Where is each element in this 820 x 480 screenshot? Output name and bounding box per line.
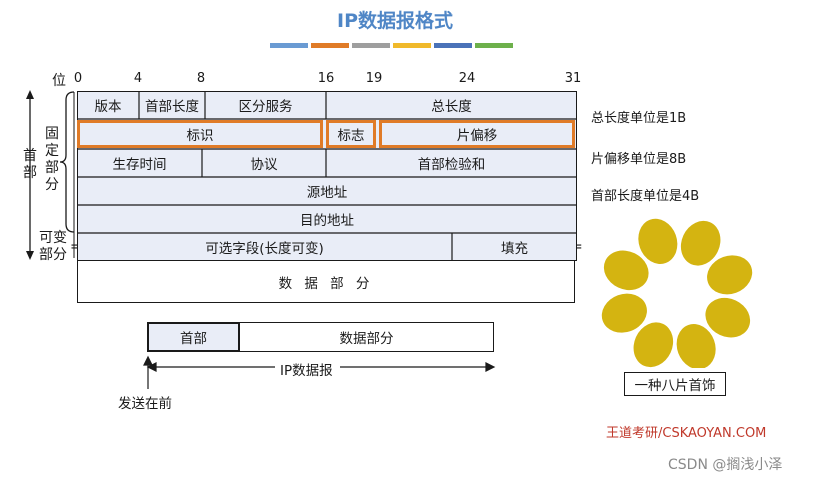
bit-tick: 8 <box>196 71 206 86</box>
field-header-length: 首部长度 <box>145 99 199 115</box>
field-padding: 填充 <box>501 241 528 257</box>
datagram-label: IP数据报 <box>278 359 335 379</box>
field-flags: 标志 <box>326 120 376 148</box>
field-version: 版本 <box>94 99 122 115</box>
datagram-header-box: 首部 <box>147 322 240 352</box>
variable-part-label: 可变部分 <box>39 230 67 263</box>
note-header-length: 首部长度单位是4B <box>591 189 700 204</box>
page-title: IP数据报格式 <box>337 10 453 32</box>
header-label: 首部 <box>23 148 37 181</box>
decoration-bar <box>352 43 390 48</box>
field-fragment-offset: 片偏移 <box>379 120 575 148</box>
field-destination-address: 目的地址 <box>300 213 354 229</box>
watermark: CSDN @搁浅小泽 <box>668 457 783 473</box>
ornament-petals <box>601 218 753 368</box>
field-total-length: 总长度 <box>431 99 472 115</box>
note-total-length: 总长度单位是1B <box>591 111 687 126</box>
decoration-bar <box>434 43 472 48</box>
decoration-bar <box>393 43 431 48</box>
bit-tick: 0 <box>73 71 83 86</box>
note-fragment-offset: 片偏移单位是8B <box>591 152 687 167</box>
decoration-bar <box>270 43 308 48</box>
field-source-address: 源地址 <box>306 185 348 201</box>
bit-tick: 16 <box>317 71 335 86</box>
credit-text: 王道考研/CSKAOYAN.COM <box>606 426 767 441</box>
decoration-bar <box>475 43 513 48</box>
field-identification: 标识 <box>77 120 323 148</box>
decoration-bar <box>311 43 349 48</box>
fixed-part-label: 固定部分 <box>45 126 59 193</box>
bit-tick: 19 <box>365 71 383 86</box>
bit-axis-label: 位 <box>52 73 66 89</box>
ornament-caption: 一种八片首饰 <box>624 372 726 396</box>
field-options: 可选字段(长度可变) <box>205 241 324 257</box>
field-protocol: 协议 <box>250 157 278 173</box>
bit-tick: 4 <box>133 71 143 86</box>
bit-tick: 24 <box>458 71 476 86</box>
field-checksum: 首部检验和 <box>417 157 486 173</box>
svg-text:=: = <box>70 239 82 255</box>
bit-tick: 31 <box>564 71 582 86</box>
send-first-label: 发送在前 <box>118 396 172 412</box>
datagram-data-box: 数据部分 <box>240 322 494 352</box>
field-ttl: 生存时间 <box>112 157 167 173</box>
field-dscp: 区分服务 <box>238 99 293 115</box>
data-part: 数 据 部 分 <box>77 261 575 303</box>
